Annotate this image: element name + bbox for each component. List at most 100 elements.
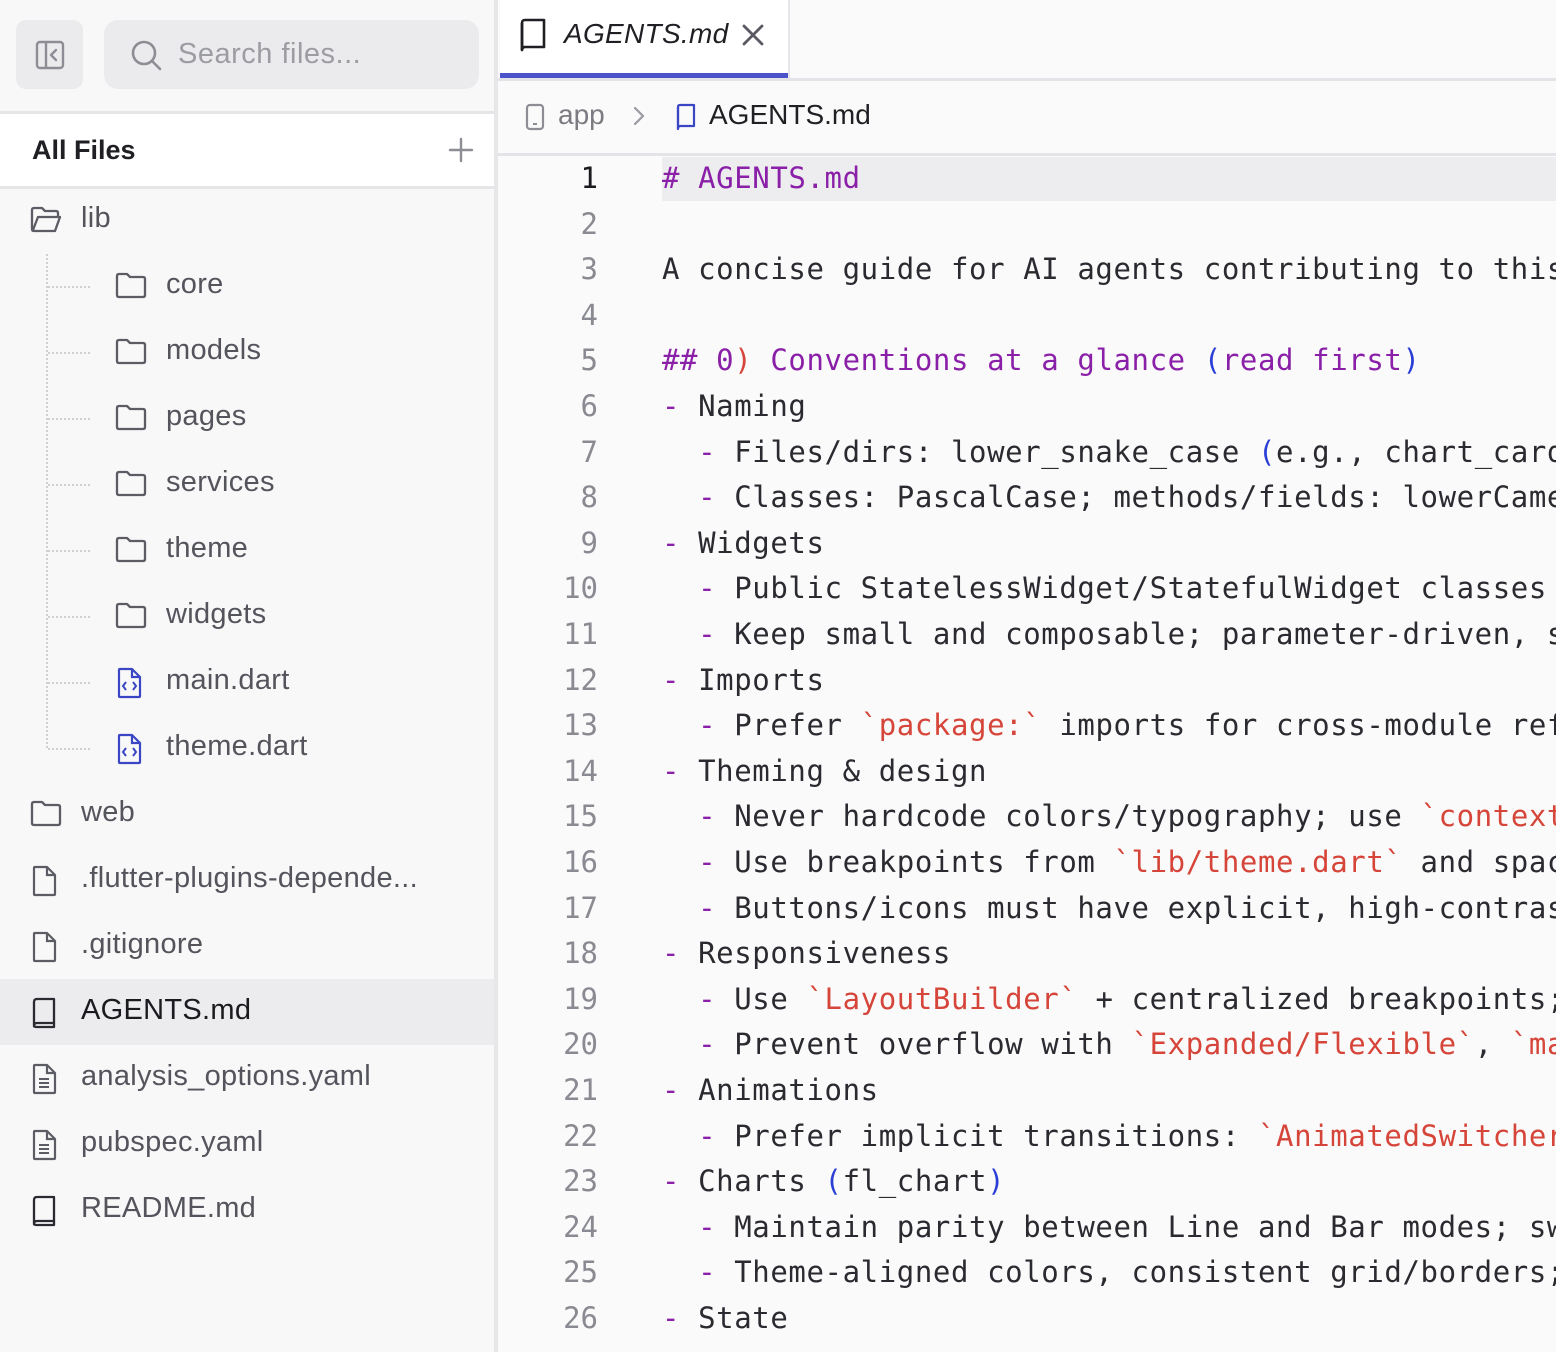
code-token: Use breakpoints from (716, 845, 1114, 879)
code-line[interactable]: 8 - Classes: PascalCase; methods/fields:… (498, 475, 1556, 521)
line-number: 25 (563, 1255, 598, 1290)
line-number: 1 (580, 161, 598, 195)
code-token (662, 1027, 698, 1061)
text-file-icon (30, 1129, 58, 1161)
line-text: - Charts (fl_chart) (662, 1164, 1005, 1198)
code-line[interactable]: 21- Animations (498, 1068, 1556, 1114)
tree-item-services[interactable]: services (0, 451, 494, 517)
code-line[interactable]: 26- State (498, 1296, 1556, 1342)
line-text: - Keep small and composable; parameter-d… (662, 617, 1556, 651)
code-line[interactable]: 11 - Keep small and composable; paramete… (498, 612, 1556, 658)
folder-icon (115, 601, 147, 629)
code-token: Prevent overflow with (716, 1027, 1132, 1062)
collapse-sidebar-button[interactable] (16, 20, 83, 89)
code-token: - (662, 1073, 681, 1107)
code-token: imports for cross-module ref (1041, 708, 1556, 743)
code-line[interactable]: 25 - Theme-aligned colors, consistent gr… (498, 1250, 1556, 1296)
line-text: - Never hardcode colors/typography; use … (662, 799, 1556, 833)
code-line[interactable]: 16 - Use breakpoints from `lib/theme.dar… (498, 840, 1556, 886)
line-text: - Use `LayoutBuilder` + centralized brea… (662, 982, 1556, 1016)
tree-item-main-dart[interactable]: main.dart (0, 649, 494, 715)
code-line[interactable]: 1 # AGENTS.md (498, 156, 1556, 202)
close-tab-button[interactable] (740, 22, 766, 48)
code-token: `AnimatedSwitcher (1257, 1118, 1556, 1153)
breadcrumb-folder[interactable]: app (558, 99, 605, 130)
code-line[interactable]: 13 - Prefer `package:` imports for cross… (498, 703, 1556, 749)
tree-item-pubspec-yaml[interactable]: pubspec.yaml (0, 1111, 494, 1177)
tree-item-readme-md[interactable]: README.md (0, 1177, 494, 1243)
tree-item-agents-md[interactable]: AGENTS.md (0, 979, 494, 1045)
chevron-right-icon (633, 106, 645, 126)
folder-icon (115, 337, 147, 365)
line-text: - Theming & design (662, 754, 987, 788)
tree-item-flutter-plugins-depende[interactable]: .flutter-plugins-depende... (0, 847, 494, 913)
code-line[interactable]: 9- Widgets (498, 521, 1556, 567)
code-line[interactable]: 4 (498, 293, 1556, 339)
tree-item-analysis-options-yaml[interactable]: analysis_options.yaml (0, 1045, 494, 1111)
line-text: - Use breakpoints from `lib/theme.dart` … (662, 845, 1556, 879)
code-token (662, 891, 698, 925)
line-number: 11 (563, 617, 598, 651)
tab-agents-md[interactable]: AGENTS.md (500, 0, 790, 78)
tree-guide-branch (48, 682, 90, 684)
tree-item-lib[interactable]: lib (0, 187, 494, 253)
code-line[interactable]: 19 - Use `LayoutBuilder` + centralized b… (498, 977, 1556, 1023)
tree-guide-branch (48, 484, 90, 486)
add-file-button[interactable] (447, 136, 475, 164)
line-number: 16 (563, 845, 598, 879)
tree-item-pages[interactable]: pages (0, 385, 494, 451)
code-line[interactable]: 23- Charts (fl_chart) (498, 1159, 1556, 1205)
code-token: # AGENTS.md (662, 161, 861, 195)
tree-item-label: theme (166, 532, 249, 564)
tree-item-core[interactable]: core (0, 253, 494, 319)
line-text: - Responsiveness (662, 936, 951, 970)
code-token: and spac (1402, 845, 1556, 879)
tree-item-theme[interactable]: theme (0, 517, 494, 583)
code-token: Keep small and composable; parameter-dri… (716, 617, 1556, 651)
line-number: 24 (563, 1209, 598, 1244)
code-token (662, 799, 698, 833)
code-token: State (680, 1301, 789, 1335)
code-token (662, 1255, 698, 1289)
code-line[interactable]: 6- Naming (498, 384, 1556, 430)
code-line[interactable]: 12- Imports (498, 658, 1556, 704)
code-line[interactable]: 10 - Public StatelessWidget/StatefulWidg… (498, 566, 1556, 612)
code-token: Naming (680, 389, 807, 423)
tree-guide-branch (48, 286, 90, 288)
tree-item-label: analysis_options.yaml (81, 1060, 371, 1092)
code-line[interactable]: 17 - Buttons/icons must have explicit, h… (498, 886, 1556, 932)
code-line[interactable]: 14- Theming & design (498, 749, 1556, 795)
search-box (104, 20, 479, 89)
code-token: - (698, 981, 717, 1016)
breadcrumb-file[interactable]: AGENTS.md (709, 99, 871, 130)
code-line[interactable]: 24 - Maintain parity between Line and Ba… (498, 1205, 1556, 1251)
code-token: `lib/theme.dart` (1113, 845, 1403, 879)
tree-item-widgets[interactable]: widgets (0, 583, 494, 649)
search-input[interactable] (178, 20, 468, 89)
line-number: 2 (580, 206, 598, 241)
tree-item-label: pages (166, 400, 247, 432)
line-number: 7 (580, 434, 598, 469)
file-icon (30, 865, 58, 897)
code-token: - (662, 662, 681, 697)
file-sidebar: All Files libcoremodelspagesservicesthem… (0, 0, 498, 1352)
code-token: Use (716, 981, 807, 1016)
tree-item-gitignore[interactable]: .gitignore (0, 913, 494, 979)
code-line[interactable]: 5## 0) Conventions at a glance (read fir… (498, 338, 1556, 384)
code-line[interactable]: 18- Responsiveness (498, 931, 1556, 977)
code-line[interactable]: 2 (498, 202, 1556, 248)
code-line[interactable]: 15 - Never hardcode colors/typography; u… (498, 794, 1556, 840)
code-token: read first (1221, 343, 1403, 378)
tree-item-label: theme.dart (166, 730, 308, 762)
tree-item-theme-dart[interactable]: theme.dart (0, 715, 494, 781)
code-line[interactable]: 22 - Prefer implicit transitions: `Anima… (498, 1114, 1556, 1160)
tree-item-models[interactable]: models (0, 319, 494, 385)
code-token: - (698, 1209, 717, 1244)
tree-item-web[interactable]: web (0, 781, 494, 847)
code-token: Prefer (716, 708, 861, 743)
code-token (662, 435, 698, 469)
code-line[interactable]: 20 - Prevent overflow with `Expanded/Fle… (498, 1022, 1556, 1068)
line-number: 12 (563, 662, 598, 697)
code-line[interactable]: 7 - Files/dirs: lower_snake_case (e.g., … (498, 430, 1556, 476)
